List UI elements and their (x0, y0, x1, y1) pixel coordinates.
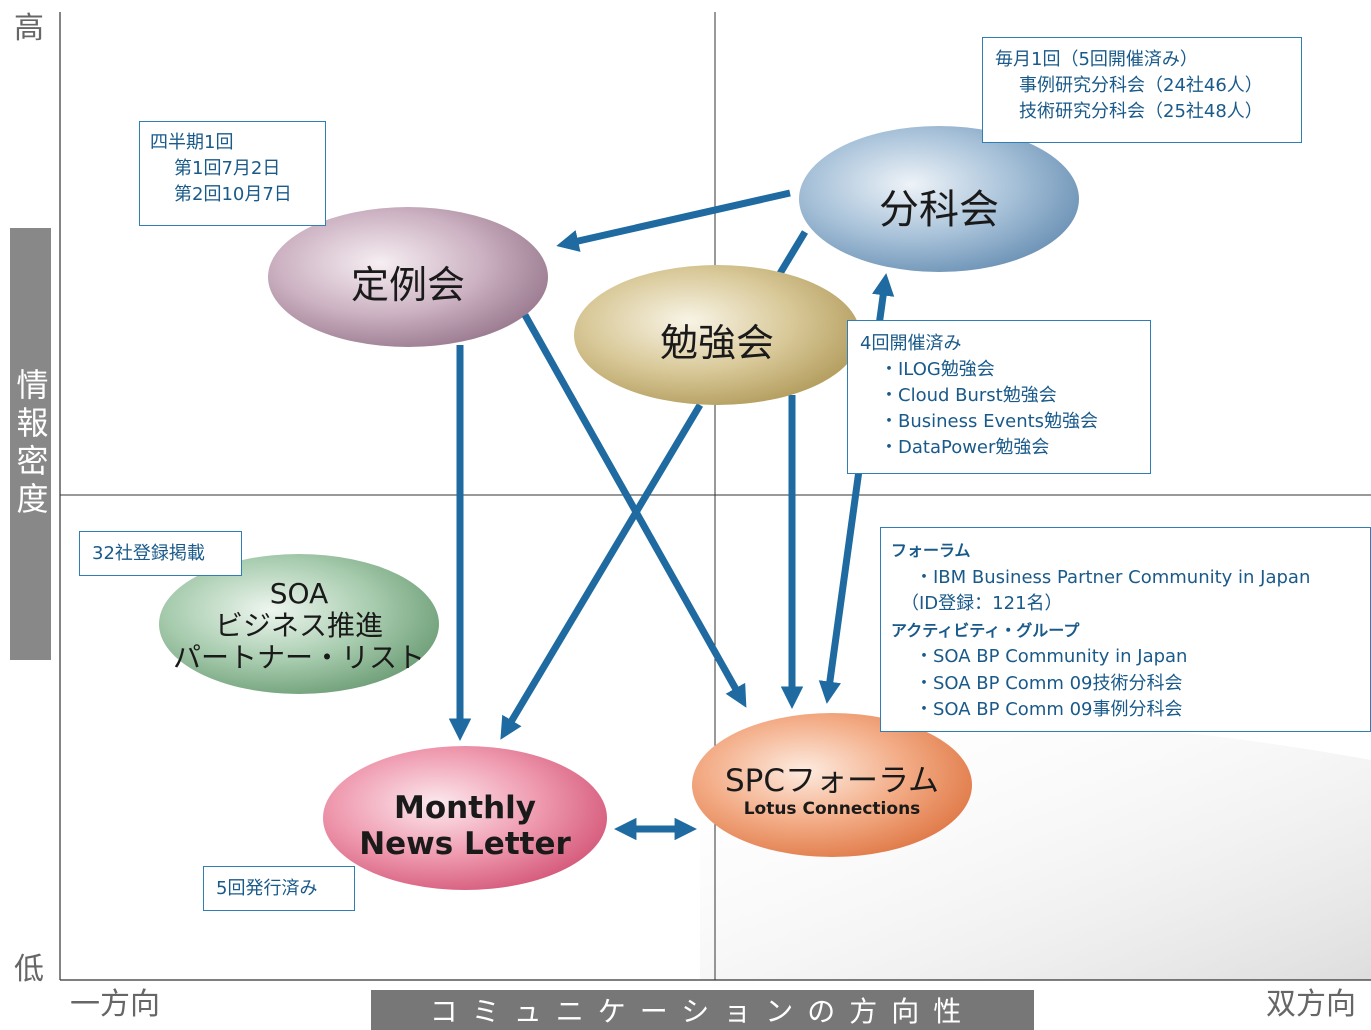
x-axis-right-label: 双方向 (1266, 987, 1356, 1022)
teireikai-label: 定例会 (350, 263, 465, 307)
spc-forum-sublabel: Lotus Connections (743, 799, 921, 819)
soa-list-line-2: ビジネス推進 (214, 609, 383, 642)
arrow-benkyokai-to-newsletter (500, 403, 704, 740)
spc-note-line-3: ・SOA BP Community in Japan (915, 646, 1188, 667)
spc-forum-ellipse (692, 713, 972, 857)
benkyokai-label: 勉強会 (659, 321, 774, 365)
y-axis-title: 情報密度 (10, 228, 51, 660)
teireikai-note: 四半期1回 第1回7月2日 第2回10月7日 (139, 121, 326, 226)
spc-note-line-4: ・SOA BP Comm 09技術分科会 (915, 672, 1183, 694)
spc-note: フォーラム ・IBM Business Partner Community in… (880, 527, 1371, 732)
bunkakai-note: 毎月1回（5回開催済み） 事例研究分科会（24社46人） 技術研究分科会（25社… (982, 37, 1302, 143)
soa-list-note-text: 32社登録掲載 (92, 543, 205, 564)
benkyokai-note-line-3: ・Cloud Burst勉強会 (880, 385, 1057, 406)
soa-list-note: 32社登録掲載 (79, 531, 242, 576)
soa-list-label: SOA ビジネス推進 パートナー・リスト (169, 578, 429, 674)
teireikai-note-line-3: 第2回10月7日 (174, 184, 292, 205)
benkyokai-note-line-5: ・DataPower勉強会 (880, 437, 1050, 458)
spc-note-line-2: （ID登録：121名） (901, 593, 1063, 614)
benkyokai-note-line-1: 4回開催済み (860, 333, 962, 354)
benkyokai-note: 4回開催済み ・ILOG勉強会 ・Cloud Burst勉強会 ・Busines… (847, 320, 1151, 474)
newsletter-note: 5回発行済み (203, 866, 355, 911)
spc-note-heading-activity: アクティビティ・グループ (891, 620, 1080, 640)
newsletter-line-2: News Letter (359, 826, 571, 862)
newsletter-note-text: 5回発行済み (216, 878, 318, 899)
bunkakai-note-line-3: 技術研究分科会（25社48人） (1019, 101, 1263, 122)
bunkakai-label: 分科会 (879, 187, 999, 233)
benkyokai-note-line-2: ・ILOG勉強会 (880, 359, 995, 380)
bunkakai-ellipse (799, 126, 1079, 272)
teireikai-ellipse (268, 207, 548, 347)
newsletter-ellipse (323, 746, 607, 890)
benkyokai-note-line-4: ・Business Events勉強会 (880, 411, 1099, 432)
x-axis-title: コミュニケーションの方向性 (371, 990, 1034, 1030)
newsletter-line-1: Monthly (394, 790, 536, 826)
spc-note-line-1: ・IBM Business Partner Community in Japan (915, 566, 1311, 588)
bunkakai-note-line-1: 毎月1回（5回開催済み） (995, 49, 1198, 70)
newsletter-label: Monthly News Letter (335, 790, 595, 862)
spc-forum-label: SPCフォーラム (724, 763, 940, 799)
x-axis-left-label: 一方向 (70, 987, 160, 1022)
bunkakai-note-line-2: 事例研究分科会（24社46人） (1019, 75, 1263, 96)
soa-list-line-3: パートナー・リスト (172, 641, 425, 674)
benkyokai-ellipse (574, 265, 860, 405)
soa-list-line-1: SOA (269, 577, 329, 610)
y-axis-low-label: 低 (14, 952, 44, 987)
spc-note-heading-forum: フォーラム (891, 541, 971, 560)
soa-list-ellipse (159, 554, 439, 694)
teireikai-note-line-2: 第1回7月2日 (174, 158, 281, 179)
spc-note-line-5: ・SOA BP Comm 09事例分科会 (915, 699, 1183, 720)
y-axis-high-label: 高 (14, 11, 44, 46)
teireikai-note-line-1: 四半期1回 (150, 132, 234, 153)
arrow-teireikai-to-spc (521, 313, 747, 708)
arrow-bunkakai-to-teireikai (556, 189, 791, 252)
